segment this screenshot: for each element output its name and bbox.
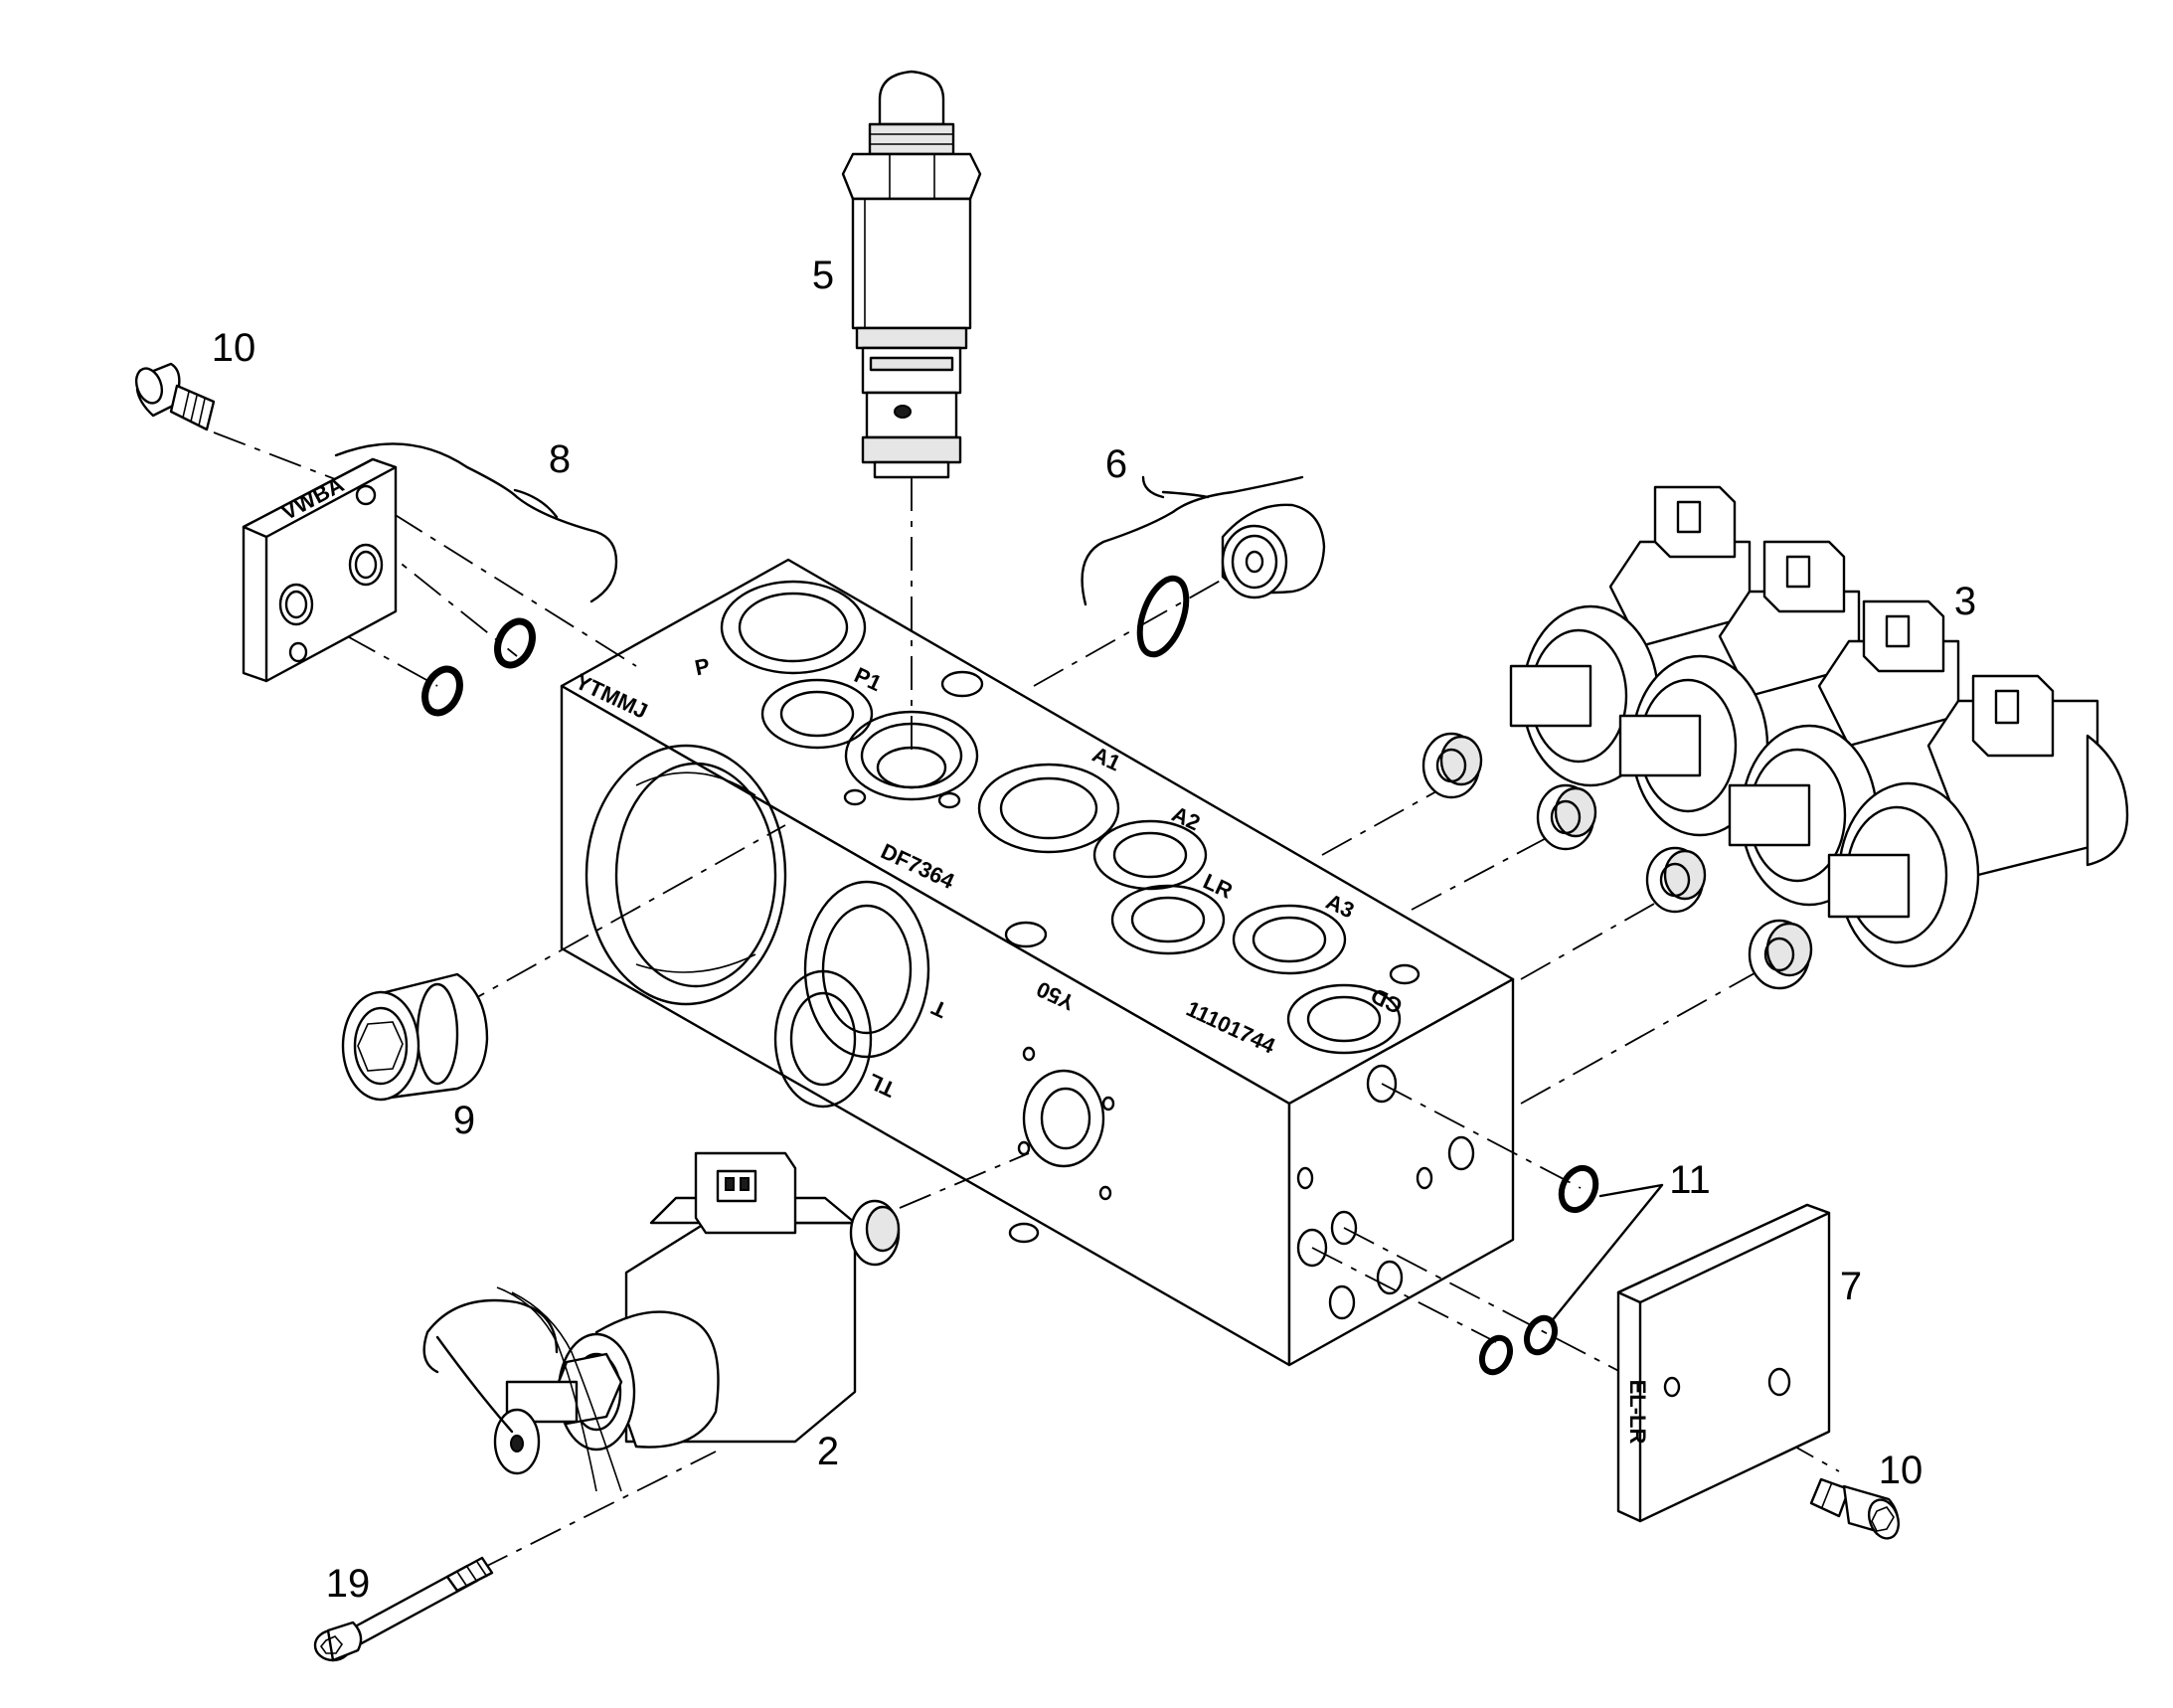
port-a1-bore <box>977 763 1120 854</box>
end-face-holes <box>1296 1064 1475 1320</box>
bracket-8 <box>334 442 618 603</box>
port-a2-bore <box>1092 819 1208 891</box>
port-y50-bore <box>1008 1046 1115 1244</box>
plate-marking-7: EL-LR <box>1625 1380 1650 1445</box>
bolt-19 <box>313 1556 494 1662</box>
cartridge-9 <box>341 972 489 1102</box>
callout-labels: 5 10 8 6 3 9 11 7 2 10 19 <box>212 254 1976 1606</box>
small-port-hole <box>1004 921 1048 948</box>
callout-5: 5 <box>812 254 834 297</box>
leader-8 <box>513 488 559 519</box>
callout-9: 9 <box>453 1099 475 1142</box>
cover-plate-8: VWBA <box>242 457 398 683</box>
screw-hole <box>843 788 867 806</box>
port-tl-bore <box>773 969 873 1109</box>
callout-10-top: 10 <box>212 326 256 370</box>
bracket-6 <box>1081 475 1304 606</box>
port-label-p: P <box>693 653 713 681</box>
port-t-bore <box>803 880 930 1059</box>
cartridge-valve-5 <box>841 70 982 479</box>
port-lr-bore <box>1110 884 1226 955</box>
callout-7: 7 <box>1840 1265 1862 1308</box>
o-rings-11 <box>1478 1164 1599 1376</box>
cap-screw-10-bottom <box>1809 1477 1901 1540</box>
solenoid-valve-group-3 <box>1421 485 2129 990</box>
callout-8: 8 <box>549 437 571 481</box>
manifold-block: P P1 A1 A2 LR A3 CD DF7364 T TL Y50 1110… <box>560 558 1515 1367</box>
callout-10-bottom: 10 <box>1879 1449 1923 1492</box>
port-a3-bore <box>1232 904 1347 975</box>
port-p-bore <box>720 580 867 675</box>
port-cd-bore <box>1286 963 1421 1055</box>
assembly-centerlines <box>213 431 1840 1572</box>
solenoid-valve <box>1748 674 2129 990</box>
callout-2: 2 <box>817 1430 839 1473</box>
screw-hole <box>937 791 961 809</box>
callout-6: 6 <box>1105 442 1127 486</box>
callout-19: 19 <box>326 1562 371 1606</box>
o-ring-set-8 <box>421 617 536 717</box>
small-port-hole <box>940 670 984 698</box>
plug-6 <box>1136 503 1326 658</box>
callout-11: 11 <box>1669 1158 1711 1202</box>
solenoid-valve-2 <box>422 1151 901 1492</box>
leader-6 <box>1161 490 1210 499</box>
leader-11 <box>1549 1183 1664 1324</box>
cap-screw-10-top <box>134 362 216 431</box>
callout-3: 3 <box>1954 580 1976 623</box>
port-p1-bore <box>760 678 874 750</box>
front-large-bore <box>585 744 787 1006</box>
end-plate-7: EL-LR <box>1616 1203 1831 1523</box>
